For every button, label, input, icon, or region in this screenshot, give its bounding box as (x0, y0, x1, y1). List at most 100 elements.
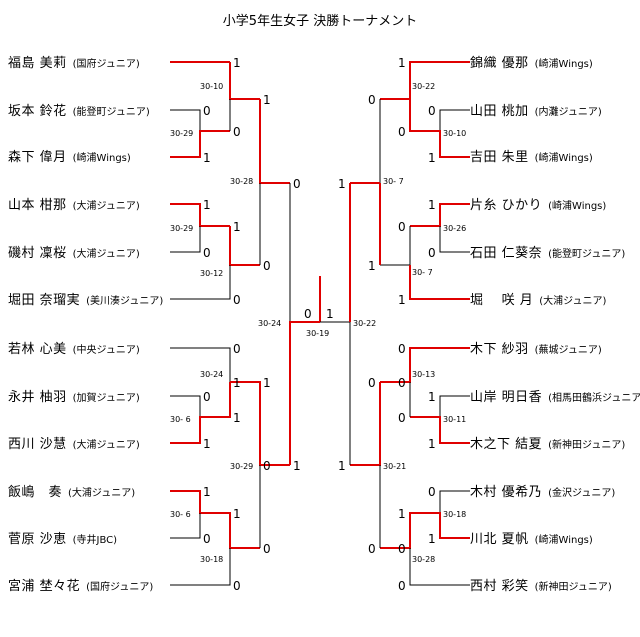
bracket-line (170, 382, 231, 444)
match-score: 30- 6 (170, 510, 191, 519)
game-mark: 0 (304, 307, 312, 321)
right-player-8: 山岸 明日香(相馬田鶴浜ジュニア) (470, 386, 640, 406)
game-mark: 0 (398, 376, 406, 390)
left-player-2: 坂本 鈴花(能登町ジュニア) (8, 100, 150, 120)
player-name: 磯村 凜桜 (8, 246, 67, 261)
game-mark: 1 (233, 411, 241, 425)
game-mark: 0 (203, 390, 211, 404)
game-mark: 0 (233, 125, 241, 139)
game-mark: 1 (203, 198, 211, 212)
bracket-line (410, 203, 470, 227)
bracket-line (170, 130, 230, 158)
right-player-9: 木之下 結夏(新神田ジュニア) (470, 433, 625, 453)
player-team: (寺井JBC) (72, 535, 118, 546)
player-team: (大浦ジュニア) (72, 201, 140, 212)
player-name: 木下 紗羽 (470, 342, 529, 357)
bracket-line (439, 490, 470, 513)
game-mark: 1 (398, 293, 406, 307)
player-team: (大浦ジュニア) (539, 296, 607, 307)
game-mark: 0 (203, 246, 211, 260)
game-mark: 0 (293, 177, 301, 191)
player-team: (大浦ジュニア) (68, 488, 136, 499)
right-player-3: 吉田 朱里(崎浦Wings) (470, 146, 593, 166)
player-team: (美川湊ジュニア) (86, 296, 164, 307)
player-name: 堀田 奈瑠実 (8, 293, 81, 308)
right-player-4: 片糸 ひかり (崎浦Wings) (470, 194, 606, 214)
game-mark: 1 (233, 507, 241, 521)
player-name: 片糸 ひかり (470, 198, 543, 213)
bracket-line (170, 513, 201, 539)
left-player-3: 森下 偉月(崎浦Wings) (8, 146, 131, 166)
player-name: 坂本 鈴花 (8, 104, 67, 119)
player-name: 菅原 沙恵 (8, 532, 67, 547)
game-mark: 0 (398, 579, 406, 593)
game-mark: 0 (263, 459, 271, 473)
right-player-5: 石田 仁葵奈 (能登町ジュニア) (470, 242, 625, 262)
player-name: 木村 優希乃 (470, 485, 543, 500)
match-score: 30-26 (443, 224, 466, 233)
left-player-5: 磯村 凜桜(大浦ジュニア) (8, 242, 140, 262)
player-name: 石田 仁葵奈 (470, 246, 543, 261)
bracket-line (350, 382, 381, 466)
player-name: 若林 心美 (8, 342, 67, 357)
game-mark: 0 (203, 104, 211, 118)
match-score: 30-28 (412, 555, 435, 564)
game-mark: 0 (233, 342, 241, 356)
match-score: 30-18 (200, 555, 223, 564)
player-name: 宮浦 埜々花 (8, 579, 81, 594)
game-mark: 1 (326, 307, 334, 321)
bracket-line (170, 203, 230, 227)
player-team: (金沢ジュニア) (548, 488, 616, 499)
game-mark: 1 (203, 485, 211, 499)
game-mark: 1 (398, 507, 406, 521)
game-mark: 1 (233, 220, 241, 234)
player-team: (加賀ジュニア) (72, 393, 140, 404)
game-mark: 1 (263, 93, 271, 107)
bracket-line (439, 109, 470, 131)
game-mark: 1 (428, 151, 436, 165)
bracket-line (380, 347, 470, 383)
game-mark: 0 (368, 542, 376, 556)
game-mark: 1 (428, 437, 436, 451)
player-team: (崎浦Wings) (548, 201, 607, 212)
match-score: 30-22 (353, 319, 376, 328)
game-mark: 1 (263, 376, 271, 390)
left-player-4: 山本 柑那(大浦ジュニア) (8, 194, 140, 214)
player-team: (崎浦Wings) (534, 153, 593, 164)
player-team: (国府ジュニア) (72, 59, 140, 70)
player-name: 木之下 結夏 (470, 437, 543, 452)
left-player-12: 宮浦 埜々花(国府ジュニア) (8, 575, 153, 595)
game-mark: 0 (398, 220, 406, 234)
left-player-10: 飯嶋 奏(大浦ジュニア) (8, 481, 135, 501)
player-team: (蕪城ジュニア) (534, 345, 602, 356)
match-score: 30-13 (412, 370, 435, 379)
player-name: 川北 夏帆 (470, 532, 529, 547)
left-player-8: 永井 柚羽(加賀ジュニア) (8, 386, 140, 406)
player-team: (能登町ジュニア) (548, 249, 626, 260)
right-player-7: 木下 紗羽 (蕪城ジュニア) (470, 338, 602, 358)
game-mark: 0 (233, 293, 241, 307)
game-mark: 1 (203, 151, 211, 165)
game-mark: 0 (263, 259, 271, 273)
match-score: 30-19 (306, 329, 329, 338)
match-score: 30-11 (443, 415, 466, 424)
right-player-12: 西村 彩笑(新神田ジュニア) (470, 575, 612, 595)
bracket-line (439, 226, 470, 253)
game-mark: 1 (428, 390, 436, 404)
match-score: 30-24 (258, 319, 281, 328)
game-mark: 0 (398, 125, 406, 139)
player-team: (大浦ジュニア) (72, 440, 140, 451)
match-score: 30-10 (443, 129, 466, 138)
bracket-line (380, 61, 470, 100)
bracket-line (439, 395, 470, 417)
bracket-line (170, 548, 231, 586)
game-mark: 0 (398, 411, 406, 425)
match-score: 30- 7 (412, 268, 433, 277)
player-name: 錦織 優那 (470, 56, 529, 71)
match-score: 30-21 (383, 462, 406, 471)
game-mark: 1 (203, 437, 211, 451)
match-score: 30- 7 (383, 177, 404, 186)
bracket-line (170, 265, 231, 300)
game-mark: 1 (338, 177, 346, 191)
